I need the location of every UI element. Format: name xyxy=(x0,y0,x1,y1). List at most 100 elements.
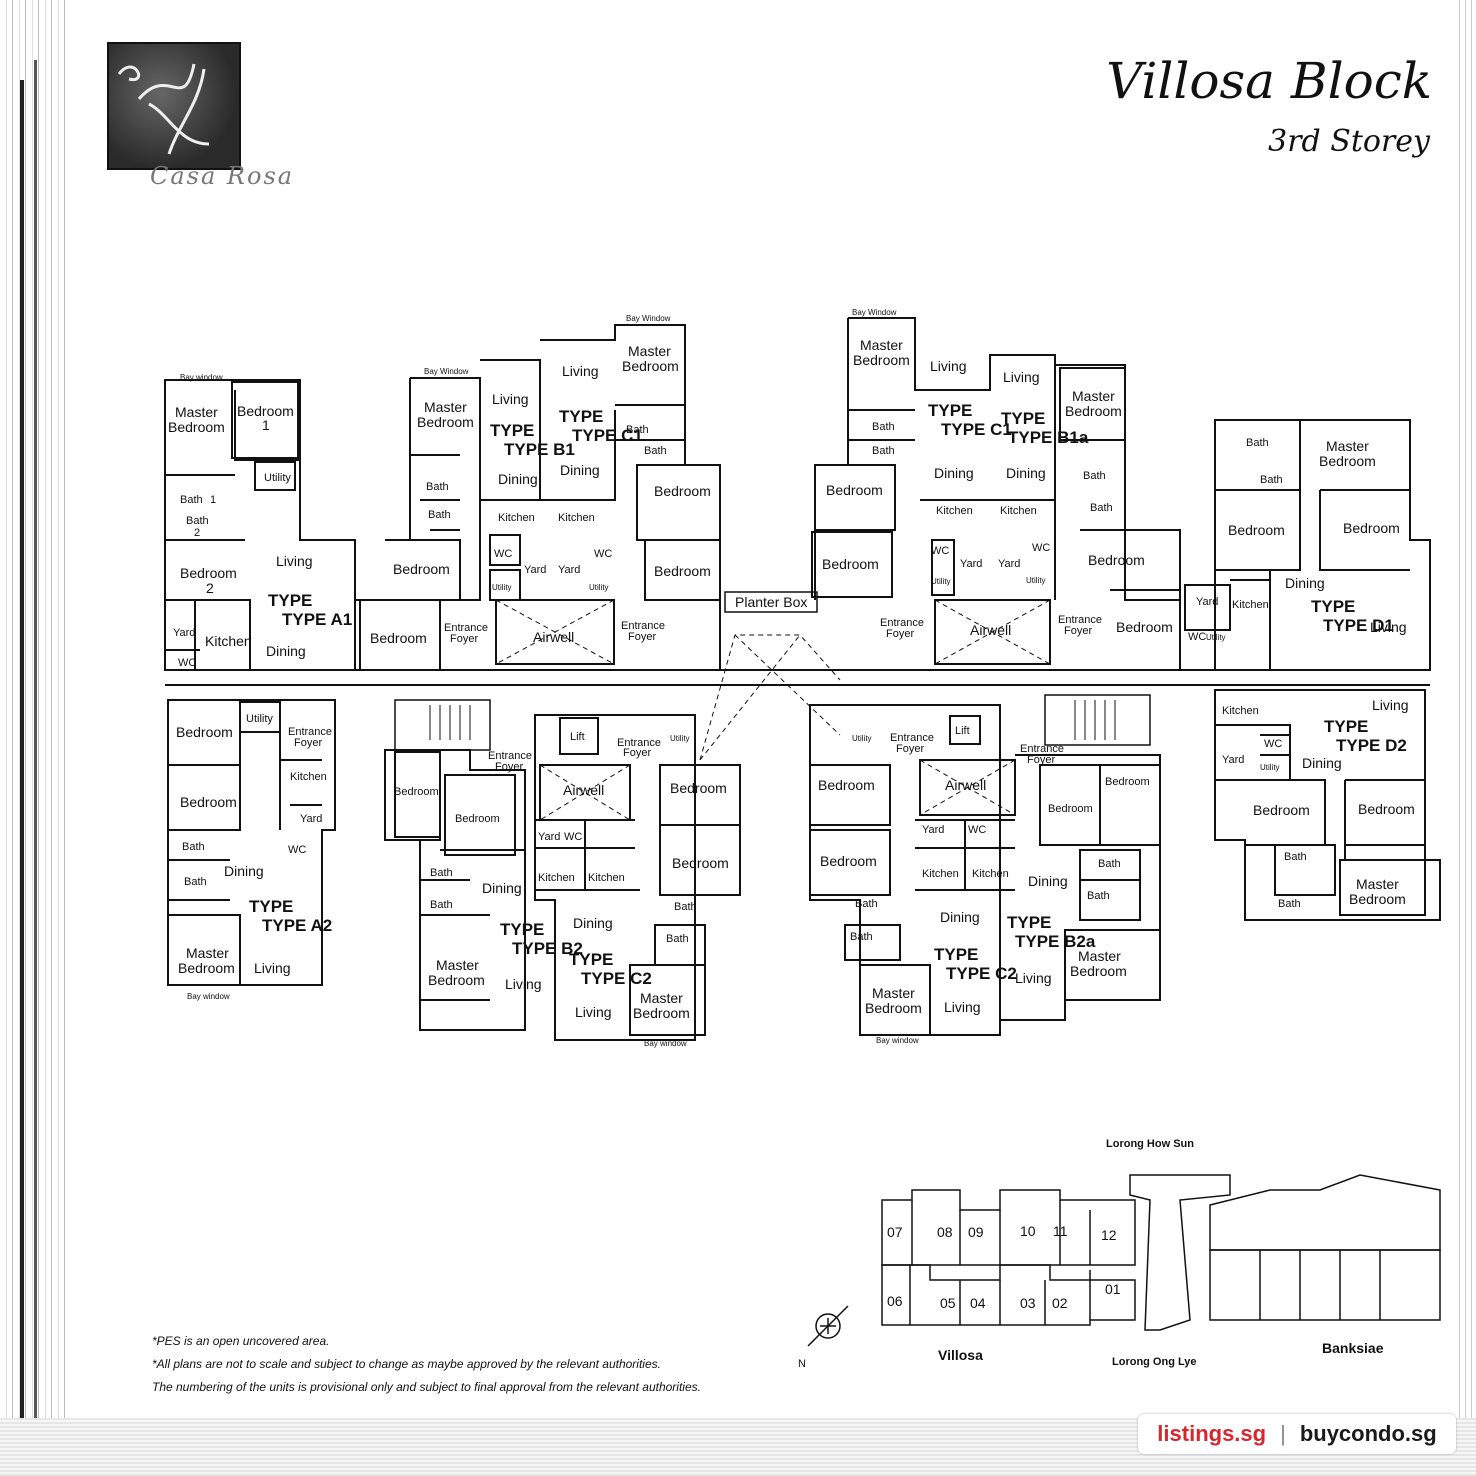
watermark-listings[interactable]: listings.sg xyxy=(1157,1421,1267,1446)
label-d2-master-2: Bedroom xyxy=(1349,891,1406,907)
label-d1-bath2: Bath xyxy=(1260,474,1283,486)
label-a1-bath2-n: 2 xyxy=(194,527,200,539)
label-a1-living: Living xyxy=(276,553,313,569)
label-b2-type-code: TYPE B2 xyxy=(512,939,583,958)
label-b2-bath1: Bath xyxy=(430,899,453,911)
label-c1-bay: Bay Window xyxy=(626,314,671,323)
label-b1a-bath2: Bath xyxy=(1090,502,1113,514)
label-a2-bay: Bay window xyxy=(187,992,230,1001)
label-c2-bath2: Bath xyxy=(674,901,697,913)
label-a2-bedroom1: Bedroom xyxy=(180,794,237,810)
label-a1-kitchen: Kitchen xyxy=(205,633,252,649)
label-b1a-yard: Yard xyxy=(998,558,1020,570)
label-a2-type-code: TYPE A2 xyxy=(262,916,332,935)
label-b1a-type: TYPE xyxy=(1001,409,1045,428)
label-c2r-type-code: TYPE C2 xyxy=(946,964,1017,983)
label-d1-master-1: Master xyxy=(1326,438,1369,454)
label-c2r-bay: Bay window xyxy=(876,1036,919,1045)
unit-number-12: 12 xyxy=(1101,1227,1117,1243)
label-b1-dining: Dining xyxy=(498,471,538,487)
label-b1a-utility: Utility xyxy=(1026,576,1046,585)
label-b1-living: Living xyxy=(492,391,529,407)
logo-emblem-icon xyxy=(117,63,210,155)
binding-spine xyxy=(20,80,24,1420)
label-b2a-bath2: Bath xyxy=(1098,858,1121,870)
label-b1a-bath1: Bath xyxy=(1083,470,1106,482)
label-b1-utility: Utility xyxy=(492,583,512,592)
label-c1r-dining: Dining xyxy=(934,465,974,481)
label-a1-bay: Bay window xyxy=(180,373,223,382)
label-d2-bath2: Bath xyxy=(1284,851,1307,863)
label-a1-master-2: Bedroom xyxy=(168,419,225,435)
label-c1-utility: Utility xyxy=(589,583,609,592)
logo-caption: Casa Rosa xyxy=(150,162,295,190)
label-a2-kitchen: Kitchen xyxy=(290,771,327,783)
unit-number-06: 06 xyxy=(887,1293,903,1309)
label-b1-bath2: Bath xyxy=(428,509,451,521)
label-c2r-wc: WC xyxy=(968,824,986,836)
label-c2-dining: Dining xyxy=(573,915,613,931)
label-c1r-type-code: TYPE C1 xyxy=(941,420,1012,439)
label-b2a-type: TYPE xyxy=(1007,913,1051,932)
label-c1-yard: Yard xyxy=(558,564,580,576)
label-d2-bath1: Bath xyxy=(1278,898,1301,910)
label-a2-master-1: Master xyxy=(186,945,229,961)
label-a1-bedroom2: Bedroom xyxy=(180,565,237,581)
label-c1r-yard: Yard xyxy=(960,558,982,570)
label-b1-master-1: Master xyxy=(424,399,467,415)
label-a1-bedroom2-n: 2 xyxy=(206,580,214,596)
label-c2r-kitchen2: Kitchen xyxy=(972,868,1009,880)
label-airwell-3: Airwell xyxy=(563,782,604,798)
label-c1-bedroom2: Bedroom xyxy=(654,563,711,579)
label-c2r-yard: Yard xyxy=(922,824,944,836)
unit-number-11: 11 xyxy=(1053,1223,1068,1239)
label-c1-kitchen: Kitchen xyxy=(558,512,595,524)
road-bottom-label: Lorong Ong Lye xyxy=(1112,1356,1197,1368)
unit-number-02: 02 xyxy=(1052,1295,1068,1311)
label-b2-living: Living xyxy=(505,976,542,992)
label-b2-master-2: Bedroom xyxy=(428,972,485,988)
label-d2-master-1: Master xyxy=(1356,876,1399,892)
plan-labels: Master Bedroom Bedroom 1 Utility Bath 1 … xyxy=(168,308,1415,1048)
label-b2a-master-2: Bedroom xyxy=(1070,963,1127,979)
notes: *PES is an open uncovered area. *All pla… xyxy=(152,1330,701,1399)
binding-spine-inner xyxy=(34,60,37,1430)
label-a2-master-2: Bedroom xyxy=(178,960,235,976)
label-a2-foyer: Foyer xyxy=(294,737,322,749)
label-a2-yard: Yard xyxy=(300,813,322,825)
label-c2-master-2: Bedroom xyxy=(633,1005,690,1021)
label-b2-entrance: Entrance xyxy=(488,750,532,762)
label-c2r-type: TYPE xyxy=(934,945,978,964)
label-c2-kitchen: Kitchen xyxy=(538,872,575,884)
label-c1r-bedroom1: Bedroom xyxy=(826,482,883,498)
label-b2a-entrance: Entrance xyxy=(1020,743,1064,755)
label-c2r-kitchen: Kitchen xyxy=(922,868,959,880)
unit-number-05: 05 xyxy=(940,1295,956,1311)
label-b1-kitchen: Kitchen xyxy=(498,512,535,524)
page-title: Villosa Block xyxy=(1106,52,1432,110)
page-subtitle: 3rd Storey xyxy=(1268,124,1430,159)
watermark-separator: | xyxy=(1280,1421,1286,1446)
label-c2-master-1: Master xyxy=(640,990,683,1006)
label-d1-type: TYPE xyxy=(1311,597,1355,616)
label-a1-wc: WC xyxy=(178,657,196,669)
label-c2-kitchen2: Kitchen xyxy=(588,872,625,884)
label-a1-master-1: Master xyxy=(175,404,218,420)
label-b2a-type-code: TYPE B2a xyxy=(1015,932,1096,951)
label-d1-type-code: TYPE D1 xyxy=(1323,616,1394,635)
label-airwell-2: Airwell xyxy=(970,622,1011,638)
label-airwell-1: Airwell xyxy=(533,629,574,645)
label-a2-bedroom2: Bedroom xyxy=(176,724,233,740)
label-b1-bay: Bay Window xyxy=(424,367,469,376)
label-c2r-living: Living xyxy=(944,999,981,1015)
label-b1-type-code: TYPE B1 xyxy=(504,440,575,459)
label-c1-wc: WC xyxy=(594,548,612,560)
watermark-buycondo[interactable]: buycondo.sg xyxy=(1299,1421,1437,1446)
label-a2-bath1: Bath xyxy=(184,876,207,888)
label-c2-foyer: Foyer xyxy=(623,747,651,759)
label-b1a-bedroom2: Bedroom xyxy=(1116,619,1173,635)
label-d2-type-code: TYPE D2 xyxy=(1336,736,1407,755)
label-b2a-master-1: Master xyxy=(1078,948,1121,964)
label-c2r-bedroom1: Bedroom xyxy=(820,853,877,869)
label-c2-bath1: Bath xyxy=(666,933,689,945)
